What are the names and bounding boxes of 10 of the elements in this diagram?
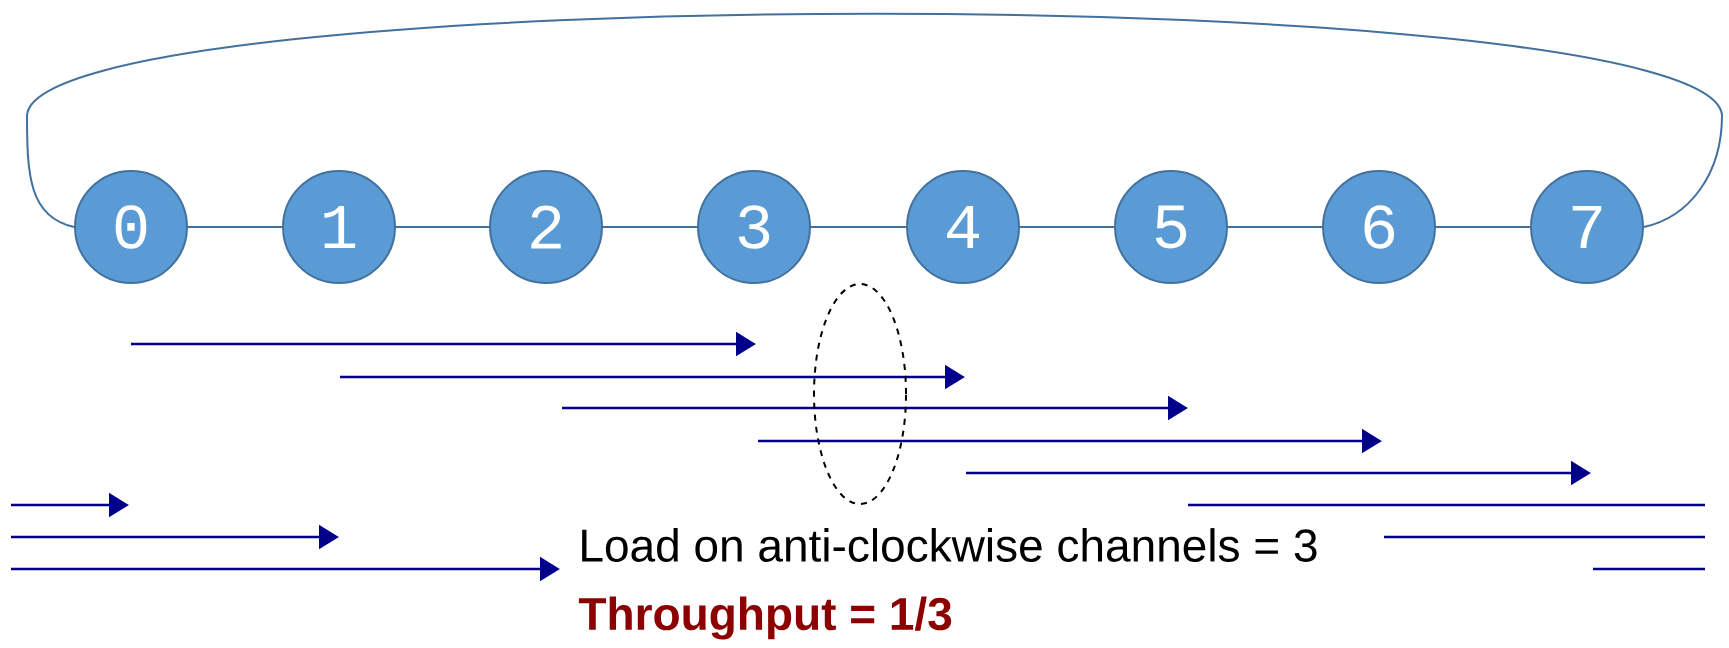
dashed-ellipse [813,283,907,505]
connector-line [395,226,490,228]
caption-text: Throughput = 1/3 [578,596,952,640]
connector-line [187,226,283,228]
connector-line [26,12,1723,228]
connector-line [1019,226,1115,228]
connector-line [602,226,698,228]
connector-line [810,226,907,228]
connector-line [1435,226,1531,228]
connector-line [1227,226,1323,228]
